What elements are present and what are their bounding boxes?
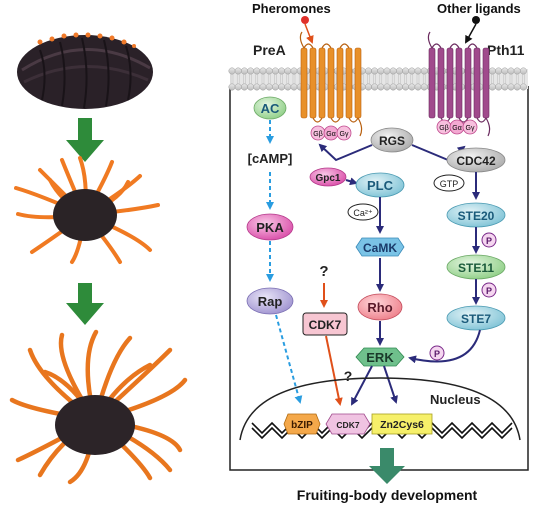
node-camk	[355, 237, 405, 257]
gtp-label: GTP	[440, 179, 459, 189]
node-gpc1-label: Gpc1	[315, 173, 340, 184]
phospho-text-1: P	[486, 236, 492, 246]
node-rho-label: Rho	[367, 300, 392, 315]
node-ste7	[446, 305, 506, 331]
phospho-text-3: P	[434, 349, 440, 359]
green-down-arrow-1	[66, 118, 104, 162]
g-gamma-text: Gγ	[340, 131, 349, 138]
phospho-badge-3	[429, 345, 445, 361]
node-ste11-label: STE11	[458, 261, 494, 275]
output-arrow	[369, 448, 405, 484]
node-zn2cys6	[371, 413, 433, 435]
gtp-molecule	[433, 174, 465, 192]
node-erk	[355, 347, 405, 367]
phospho-badge-2	[481, 282, 497, 298]
node-cdk7	[302, 312, 348, 336]
node-gpc1	[309, 167, 347, 187]
other-ligands-label: Other ligands	[437, 1, 521, 16]
node-ste20-label: STE20	[458, 209, 495, 223]
node-camk-label: CaMK	[363, 241, 397, 255]
pth11-label: Pth11	[487, 42, 525, 58]
question-mark-cdk7: ?	[319, 263, 328, 280]
other-ligand-icon	[472, 16, 480, 24]
node-ste7-label: STE7	[461, 312, 491, 326]
node-rgs	[370, 127, 414, 153]
node-ac	[253, 96, 287, 120]
nucleus-label: Nucleus	[430, 392, 481, 407]
camp-label: [cAMP]	[248, 151, 293, 166]
node-erk-label: ERK	[366, 350, 394, 365]
g-alpha-text-2: Gα	[452, 125, 462, 132]
phospho-text-2: P	[486, 286, 492, 296]
g-protein-prea: Gβ Gα Gγ	[310, 125, 352, 141]
pheromone-ligand-icon	[301, 16, 309, 24]
nucleus-envelope	[239, 377, 521, 441]
node-zn2cys6-label: Zn2Cys6	[380, 419, 424, 431]
node-cdc42-label: CDC42	[456, 154, 496, 168]
node-pka-label: PKA	[256, 220, 284, 235]
phospho-badge-1	[481, 232, 497, 248]
node-cdk7-nuclear-label: CDK7	[336, 420, 359, 430]
node-rap-label: Rap	[258, 294, 283, 309]
node-cdk7-label: CDK7	[309, 318, 342, 332]
node-plc-label: PLC	[367, 178, 394, 193]
node-pka	[246, 213, 294, 241]
node-rho	[357, 293, 403, 321]
specimen-illustrations	[9, 32, 188, 485]
node-rap	[246, 287, 294, 315]
g-alpha-text: Gα	[326, 131, 336, 138]
node-bzip-label: bZIP	[291, 420, 313, 431]
green-down-arrow-2	[66, 283, 104, 325]
fruiting-body-label: Fruiting-body development	[297, 487, 478, 503]
prea-receptor	[299, 31, 363, 137]
g-gamma-text-2: Gγ	[466, 125, 475, 132]
node-bzip	[283, 413, 321, 435]
g-beta-text: Gβ	[313, 131, 322, 138]
ca-ion	[347, 203, 379, 221]
pth11-receptor	[427, 31, 491, 137]
pupa-image	[17, 32, 153, 109]
ca-label: Ca²⁺	[353, 208, 373, 218]
pheromones-label: Pheromones	[252, 1, 331, 16]
g-protein-pth11: Gβ Gα Gγ	[436, 119, 478, 135]
question-mark-erk: ?	[344, 368, 353, 384]
node-rgs-label: RGS	[379, 134, 405, 148]
node-cdk7-nuclear	[325, 413, 371, 435]
node-ac-label: AC	[261, 101, 280, 116]
g-beta-text-2: Gβ	[439, 125, 448, 132]
prea-label: PreA	[253, 42, 286, 58]
